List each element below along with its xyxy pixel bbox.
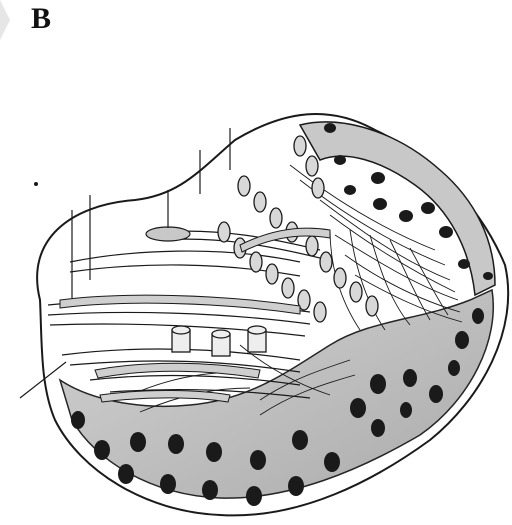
stray-dot (34, 182, 38, 186)
